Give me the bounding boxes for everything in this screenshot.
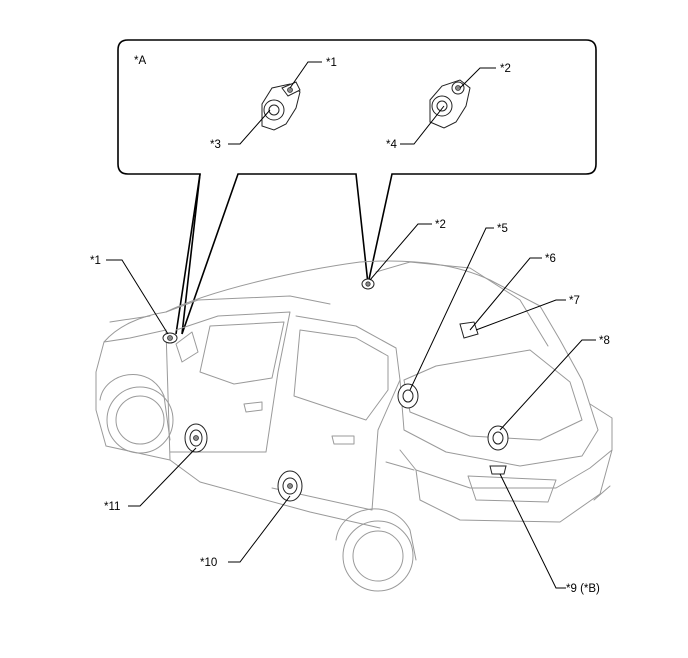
- callout-2: *2: [435, 219, 446, 231]
- callout-1-inset: *1: [326, 57, 337, 69]
- callout-5: *5: [497, 223, 508, 235]
- tweeter-right-detail: [429, 79, 471, 129]
- rear-speaker-5: [397, 383, 419, 409]
- vehicle-outline: [95, 260, 613, 592]
- callout-11: *11: [104, 501, 120, 513]
- callout-10: *10: [200, 557, 217, 569]
- callout-7: *7: [569, 295, 580, 307]
- callout-3: *3: [210, 139, 221, 151]
- inset-callout: [117, 39, 597, 335]
- leader-lines: [106, 61, 596, 589]
- tweeter-left-on-car: [162, 332, 178, 344]
- callout-8: *8: [599, 335, 610, 347]
- rear-door-speaker-10: [277, 470, 303, 502]
- callout-4: *4: [386, 139, 397, 151]
- callout-9: *9 (*B): [566, 583, 600, 595]
- front-door-speaker-11: [184, 423, 208, 453]
- speaker-8: [487, 425, 509, 451]
- callout-1: *1: [90, 255, 101, 267]
- inset-label: *A: [134, 55, 146, 67]
- callout-6: *6: [545, 253, 556, 265]
- tweeter-left-detail: [261, 81, 301, 131]
- tweeter-right-on-car: [361, 278, 375, 290]
- camera-part-9: [489, 465, 507, 475]
- callout-2-inset: *2: [500, 63, 511, 75]
